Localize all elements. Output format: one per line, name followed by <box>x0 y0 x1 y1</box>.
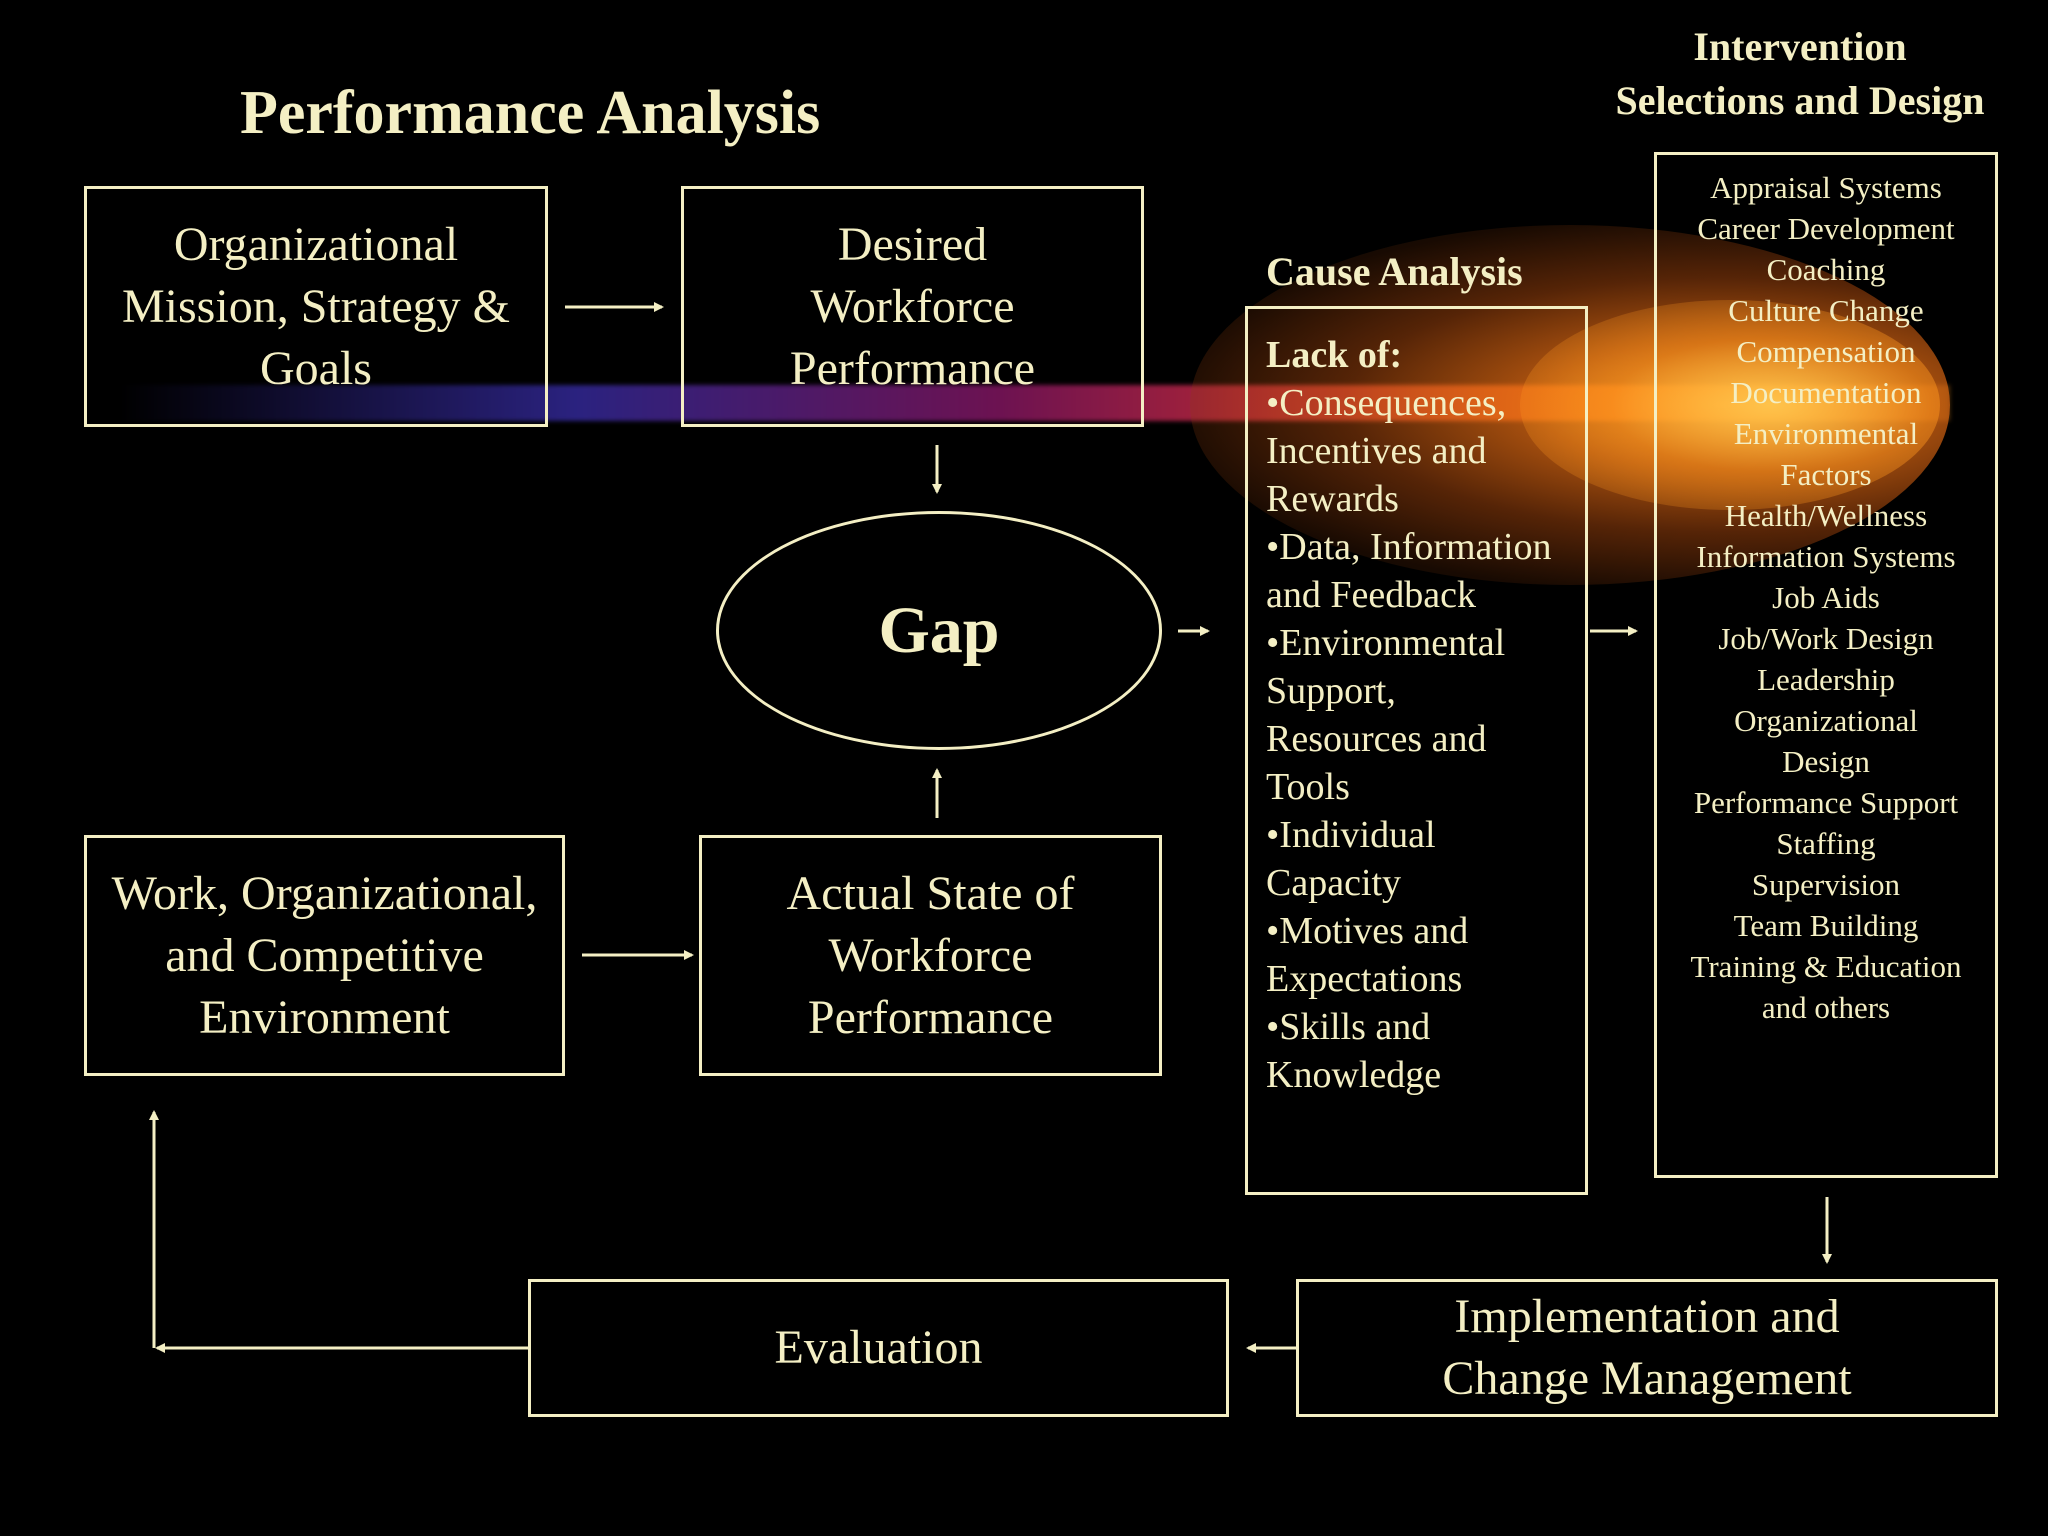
desired-performance-label: Desired Workforce Performance <box>789 217 1036 395</box>
evaluation-box: Evaluation <box>528 1279 1229 1417</box>
cause-item: •Motives and Expectations <box>1266 910 1469 1000</box>
mission-box: Organizational Mission, Strategy & Goals <box>84 186 548 427</box>
cause-item: •Data, Information and Feedback <box>1266 526 1552 616</box>
cause-item: •Consequences, Incentives and Rewards <box>1266 382 1507 520</box>
intervention-item: Supervision <box>1751 867 1901 902</box>
intervention-item: Job Aids <box>1772 580 1880 615</box>
cause-item: •Skills and Knowledge <box>1266 1006 1442 1096</box>
intervention-item: Environmental <box>1733 416 1919 451</box>
intervention-item: Team Building <box>1733 908 1919 943</box>
intervention-item: Documentation <box>1730 375 1922 410</box>
intervention-item: Health/Wellness <box>1724 498 1928 533</box>
cause-item: •Environmental Support, Resources and To… <box>1266 622 1506 808</box>
gap-label: Gap <box>878 593 1000 667</box>
intervention-item: and others <box>1761 990 1891 1025</box>
actual-performance-box: Actual State of Workforce Performance <box>699 835 1162 1076</box>
intervention-item: Culture Change <box>1728 293 1924 328</box>
intervention-item: Design <box>1782 744 1870 779</box>
cause-item: •Individual Capacity <box>1266 814 1436 904</box>
intervention-list: Appraisal Systems Career Development Coa… <box>1691 167 1962 1028</box>
intervention-item: Performance Support <box>1693 785 1959 820</box>
intervention-item: Coaching <box>1766 252 1886 287</box>
page-title: Performance Analysis <box>240 79 821 147</box>
implementation-label: Implementation and Change Management <box>1442 1290 1852 1405</box>
desired-performance-box: Desired Workforce Performance <box>681 186 1144 427</box>
intervention-item: Information Systems <box>1696 539 1956 574</box>
intervention-item: Training & Education <box>1690 949 1962 984</box>
implementation-box: Implementation and Change Management <box>1296 1279 1998 1417</box>
gap-ellipse: Gap <box>716 511 1162 750</box>
intervention-item: Leadership <box>1757 662 1895 697</box>
intervention-item: Appraisal Systems <box>1710 170 1942 205</box>
intervention-item: Career Development <box>1697 211 1955 246</box>
intervention-box: Appraisal Systems Career Development Coa… <box>1654 152 1998 1178</box>
decorative-glow-core <box>1520 300 1940 510</box>
cause-analysis-box: Lack of: •Consequences, Incentives and R… <box>1245 306 1588 1195</box>
mission-label: Organizational Mission, Strategy & Goals <box>121 217 510 395</box>
environment-box: Work, Organizational, and Competitive En… <box>84 835 565 1076</box>
environment-label: Work, Organizational, and Competitive En… <box>111 866 538 1044</box>
actual-performance-label: Actual State of Workforce Performance <box>786 866 1075 1044</box>
intervention-item: Organizational <box>1734 703 1918 738</box>
evaluation-label: Evaluation <box>774 1321 983 1374</box>
intervention-item: Factors <box>1780 457 1872 492</box>
intervention-item: Staffing <box>1776 826 1876 861</box>
intervention-item: Job/Work Design <box>1718 621 1934 656</box>
lack-of-label: Lack of: <box>1266 334 1403 376</box>
intervention-item: Compensation <box>1736 334 1916 369</box>
cause-analysis-header: Cause Analysis <box>1266 249 1523 294</box>
intervention-header: Intervention Selections and Design <box>1615 24 1985 123</box>
